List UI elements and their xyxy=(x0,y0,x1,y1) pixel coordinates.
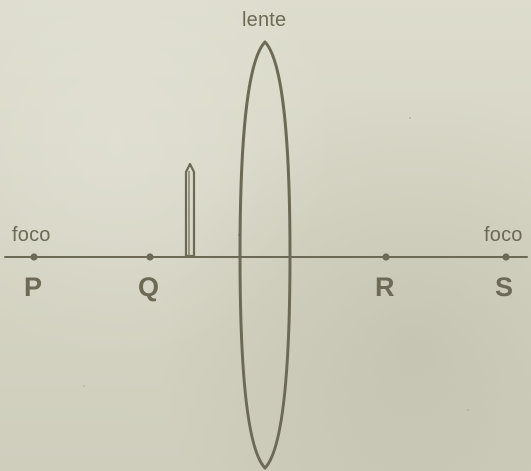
point-Q-dot xyxy=(146,253,154,261)
point-S-dot xyxy=(502,253,510,261)
focus-label-right: foco xyxy=(484,224,523,246)
point-label-r: R xyxy=(375,272,395,302)
lens-outline xyxy=(238,40,292,470)
focus-label-left: foco xyxy=(12,224,51,246)
lens-label: lente xyxy=(242,9,287,31)
object-pencil xyxy=(184,162,196,258)
point-label-s: S xyxy=(495,272,514,302)
point-label-q: Q xyxy=(138,272,160,302)
point-P-dot xyxy=(30,253,38,261)
point-label-p: P xyxy=(24,272,43,302)
point-R-dot xyxy=(382,253,390,261)
